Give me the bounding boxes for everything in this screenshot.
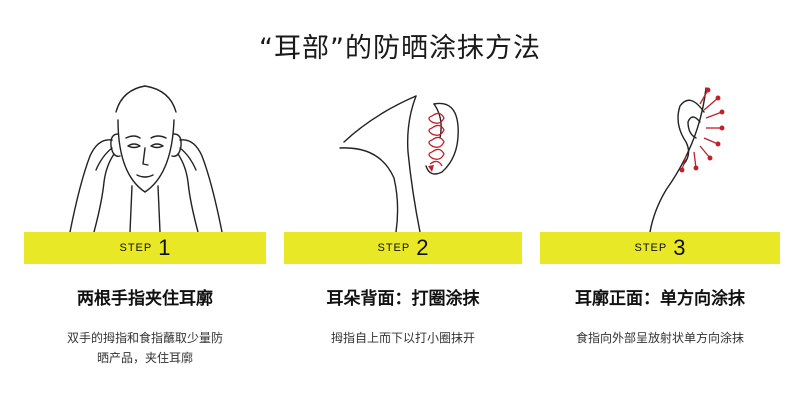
step-label: STEP xyxy=(377,242,411,254)
step-3-banner: STEP 3 xyxy=(540,232,780,264)
description-line: 晒产品，夹住耳廓 xyxy=(96,351,193,365)
page-title: “耳部”的防晒涂抹方法 xyxy=(259,33,541,64)
step-label: STEP xyxy=(634,242,668,254)
step-3-heading: 耳廓正面：单方向涂抹 xyxy=(575,289,745,309)
step-2-heading: 耳朵背面：打圈涂抹 xyxy=(326,289,480,309)
step-1-banner: STEP 1 xyxy=(24,232,266,264)
ear-back-circling-illustration xyxy=(339,95,459,232)
description-line: 拇指自上而下以打小圈抹开 xyxy=(330,331,475,345)
step-number: 2 xyxy=(416,235,429,260)
step-1-heading: 两根手指夹住耳廓 xyxy=(77,289,213,309)
step-2-banner: STEP 2 xyxy=(284,232,522,264)
description-line: 食指向外部呈放射状单方向涂抹 xyxy=(575,331,744,345)
ear-front-radial-illustration xyxy=(649,87,725,232)
step-2-description: 拇指自上而下以打小圈抹开 xyxy=(284,328,522,348)
description-line: 双手的拇指和食指蘸取少量防 xyxy=(66,331,223,345)
step-number: 1 xyxy=(158,235,171,260)
step-number: 3 xyxy=(673,235,686,260)
face-pinching-ears-illustration xyxy=(69,85,223,232)
step-1-description: 双手的拇指和食指蘸取少量防 晒产品，夹住耳廓 xyxy=(24,328,266,368)
step-label: STEP xyxy=(119,242,153,254)
step-3-description: 食指向外部呈放射状单方向涂抹 xyxy=(540,328,780,348)
